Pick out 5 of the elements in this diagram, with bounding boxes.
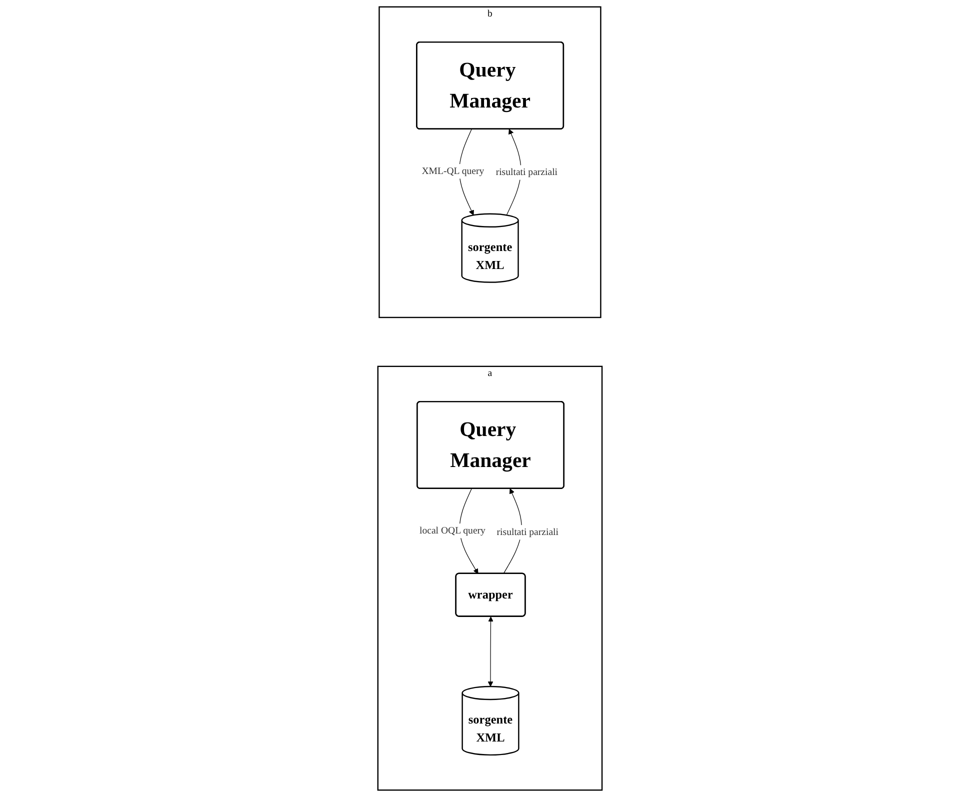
arrow [487, 616, 493, 687]
edge-label: risultati parziali [495, 167, 558, 178]
edge-label: risultati parziali [496, 526, 558, 538]
edge-label: XML-QL query [421, 166, 484, 176]
edge-label: local OQL query [419, 525, 485, 536]
